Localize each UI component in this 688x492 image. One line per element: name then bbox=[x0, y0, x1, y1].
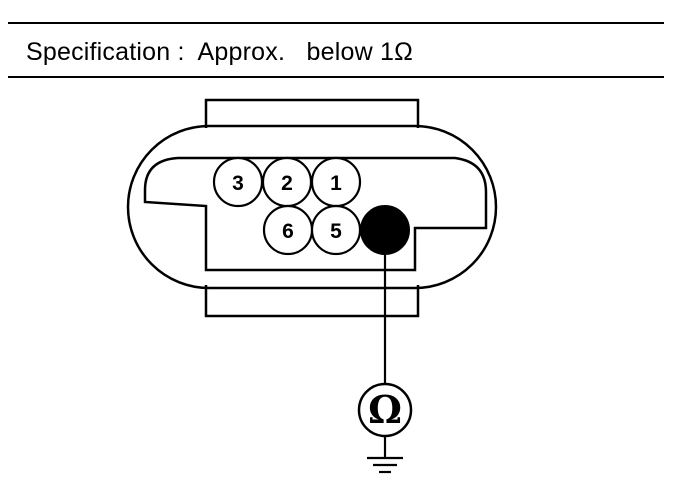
connector-housing bbox=[126, 98, 498, 318]
pin-2: 2 bbox=[261, 156, 313, 208]
pin-3: 3 bbox=[212, 156, 264, 208]
connector-outer-shell bbox=[126, 124, 498, 290]
connector-inner-cavity bbox=[143, 156, 488, 272]
spec-bottom-rule bbox=[8, 76, 664, 78]
ohm-symbol-icon: Ω bbox=[368, 387, 402, 432]
pin-5-label: 5 bbox=[330, 220, 342, 243]
ohmmeter: Ω bbox=[357, 382, 413, 438]
pin-6-label: 6 bbox=[282, 220, 294, 243]
specification-text: Specification : Approx. below 1Ω bbox=[26, 38, 414, 66]
pin-3-label: 3 bbox=[232, 172, 244, 195]
pin-5: 5 bbox=[310, 204, 362, 256]
pin-2-label: 2 bbox=[281, 172, 293, 195]
pin-1-label: 1 bbox=[330, 172, 342, 195]
ground-icon bbox=[367, 456, 403, 474]
pin-4-terminal bbox=[360, 205, 410, 255]
pin-4-filled-circle bbox=[360, 205, 410, 255]
pin-6: 6 bbox=[262, 204, 314, 256]
connector-top-latch bbox=[204, 98, 420, 128]
spec-top-rule bbox=[8, 22, 664, 24]
pin-1: 1 bbox=[310, 156, 362, 208]
connector-bottom-tab bbox=[204, 285, 420, 318]
